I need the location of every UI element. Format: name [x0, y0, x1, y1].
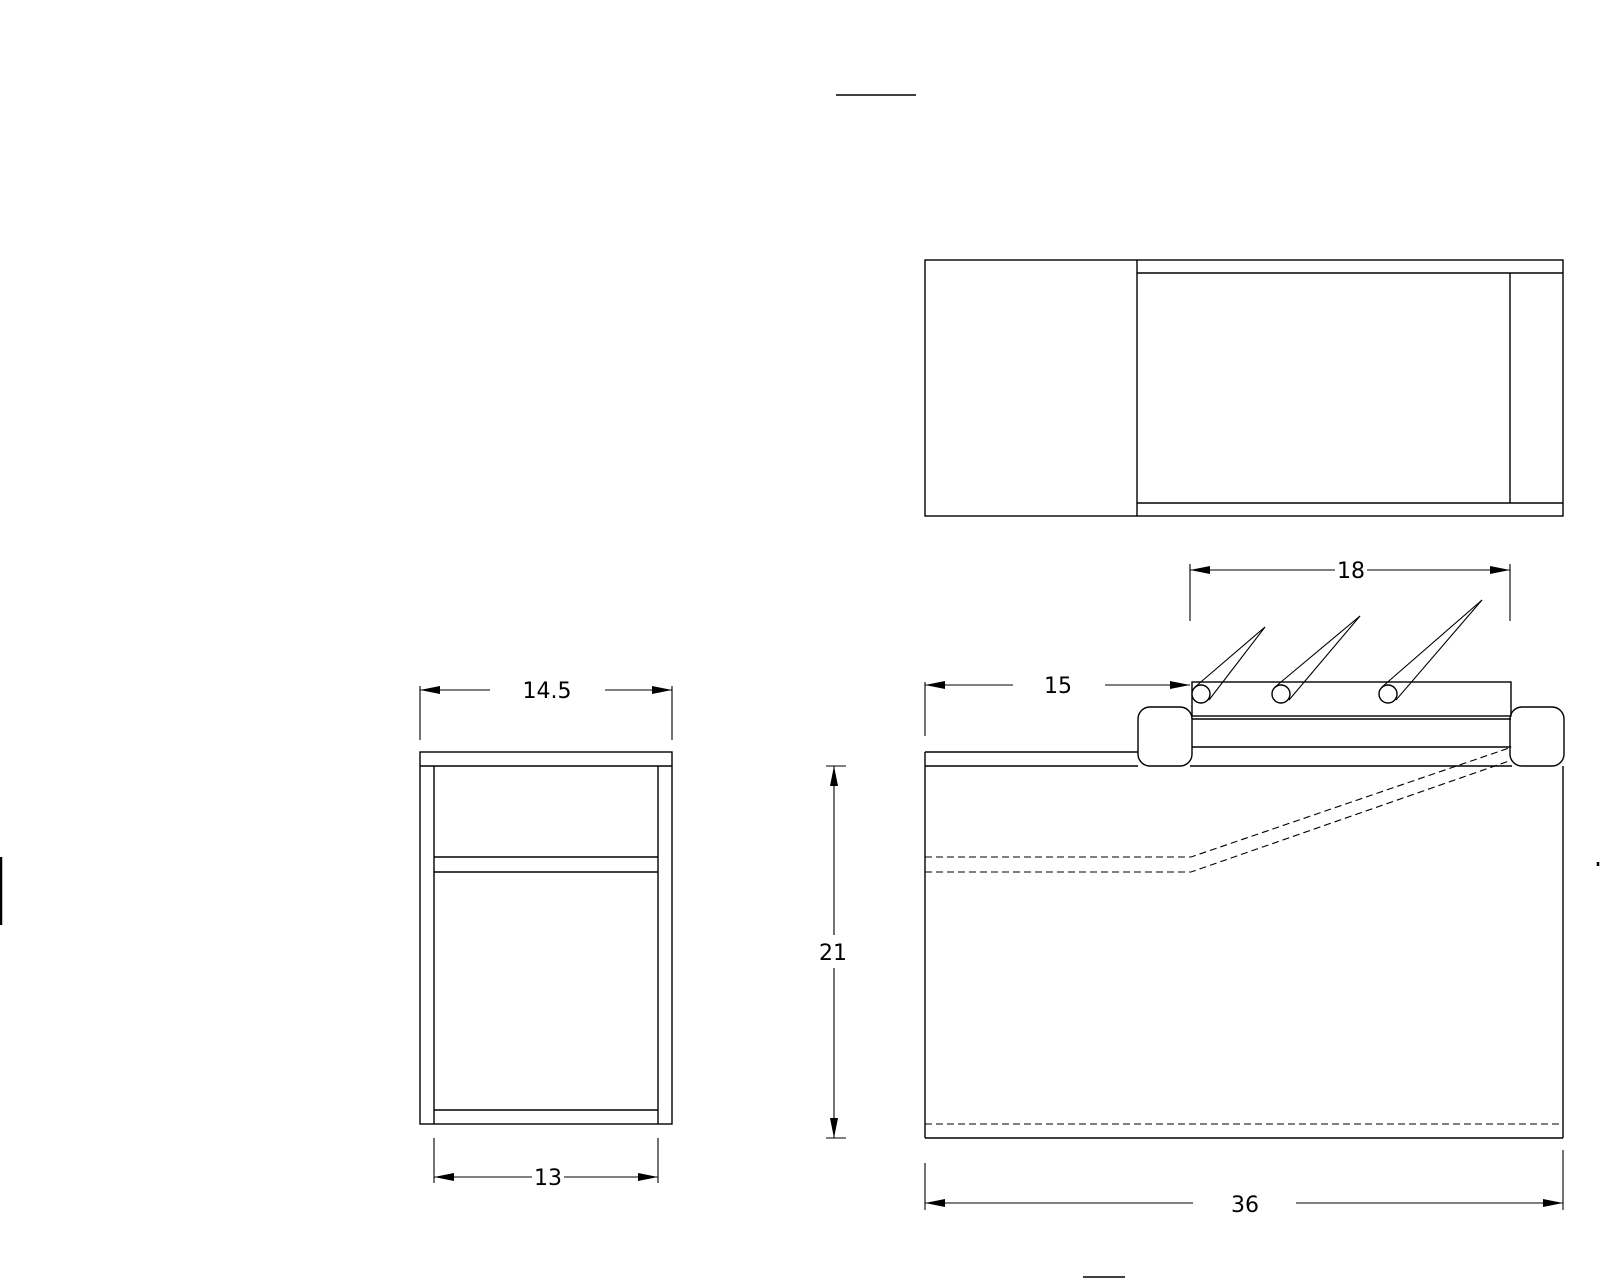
peg-1	[1191, 626, 1266, 704]
arrowhead	[638, 1173, 658, 1181]
arrowhead	[1190, 566, 1210, 574]
peg-3	[1378, 599, 1483, 704]
arrowhead	[652, 686, 672, 694]
dimension-top-span: 18	[1189, 559, 1511, 621]
left-hinge-block	[1137, 706, 1193, 767]
side-view	[419, 751, 673, 1125]
dimension-label-36: 36	[1231, 1193, 1259, 1218]
dimension-label-13: 13	[534, 1166, 562, 1191]
dimension-side-inner-width: 13	[433, 1138, 659, 1191]
right-hinge-block	[1509, 706, 1565, 767]
dimension-top-offset: 15	[924, 674, 1190, 736]
hidden-line-upper	[925, 746, 1513, 858]
top-view	[924, 259, 1564, 517]
arrowhead	[1543, 1199, 1563, 1207]
dimension-height: 21	[819, 765, 847, 1139]
arrowhead	[830, 766, 838, 786]
arrowhead	[925, 681, 945, 689]
side-view-outline	[419, 751, 673, 1125]
arrowhead	[1490, 566, 1510, 574]
arrowhead	[1170, 681, 1190, 689]
top-view-outline	[924, 259, 1564, 517]
dimension-label-14-5: 14.5	[523, 679, 572, 704]
peg-2	[1271, 615, 1361, 704]
dimension-front-width: 36	[924, 1150, 1564, 1218]
dimension-label-18: 18	[1337, 559, 1365, 584]
arrowhead	[830, 1118, 838, 1138]
hidden-line-lower	[925, 759, 1513, 873]
dimension-side-outer-width: 14.5	[419, 679, 673, 740]
top-rail	[1191, 681, 1512, 717]
dimension-label-15: 15	[1044, 674, 1072, 699]
dimension-label-21: 21	[819, 941, 847, 966]
arrowhead	[925, 1199, 945, 1207]
arrowhead	[434, 1173, 454, 1181]
arrowhead	[420, 686, 440, 694]
front-view	[924, 599, 1565, 1139]
